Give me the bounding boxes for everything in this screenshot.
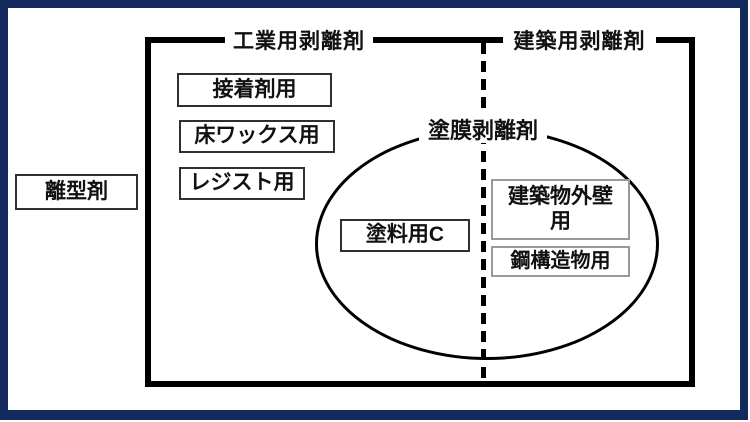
- paint-use-text: 塗料用C: [365, 223, 445, 247]
- industrial-stripper-label: 工業用剥離剤: [225, 28, 373, 53]
- adhesive-use-box: 接着剤用: [177, 73, 332, 107]
- mold-release-text: 離型剤: [45, 179, 108, 203]
- floor-wax-use-box: 床ワックス用: [179, 120, 335, 153]
- architectural-stripper-label: 建築用剥離剤: [503, 28, 656, 53]
- mold-release-box: 離型剤: [15, 174, 138, 210]
- classification-rectangle: [145, 37, 695, 387]
- coating-stripper-text: 塗膜剥離剤: [427, 118, 538, 143]
- steel-structure-text: 鋼構造物用: [510, 250, 611, 272]
- steel-structure-box: 鋼構造物用: [491, 246, 630, 277]
- architectural-stripper-text: 建築用剥離剤: [513, 30, 646, 53]
- adhesive-use-text: 接着剤用: [212, 77, 297, 101]
- resist-use-box: レジスト用: [179, 167, 305, 200]
- floor-wax-use-text: 床ワックス用: [194, 124, 320, 148]
- paint-use-box: 塗料用C: [340, 219, 470, 252]
- industrial-stripper-text: 工業用剥離剤: [233, 30, 365, 53]
- building-exterior-wall-text: 建築物外壁用: [508, 185, 613, 233]
- dashed-divider-line: [481, 43, 486, 381]
- coating-stripper-label: 塗膜剥離剤: [419, 115, 547, 143]
- resist-use-text: レジスト用: [189, 171, 295, 195]
- building-exterior-wall-box: 建築物外壁用: [491, 179, 630, 240]
